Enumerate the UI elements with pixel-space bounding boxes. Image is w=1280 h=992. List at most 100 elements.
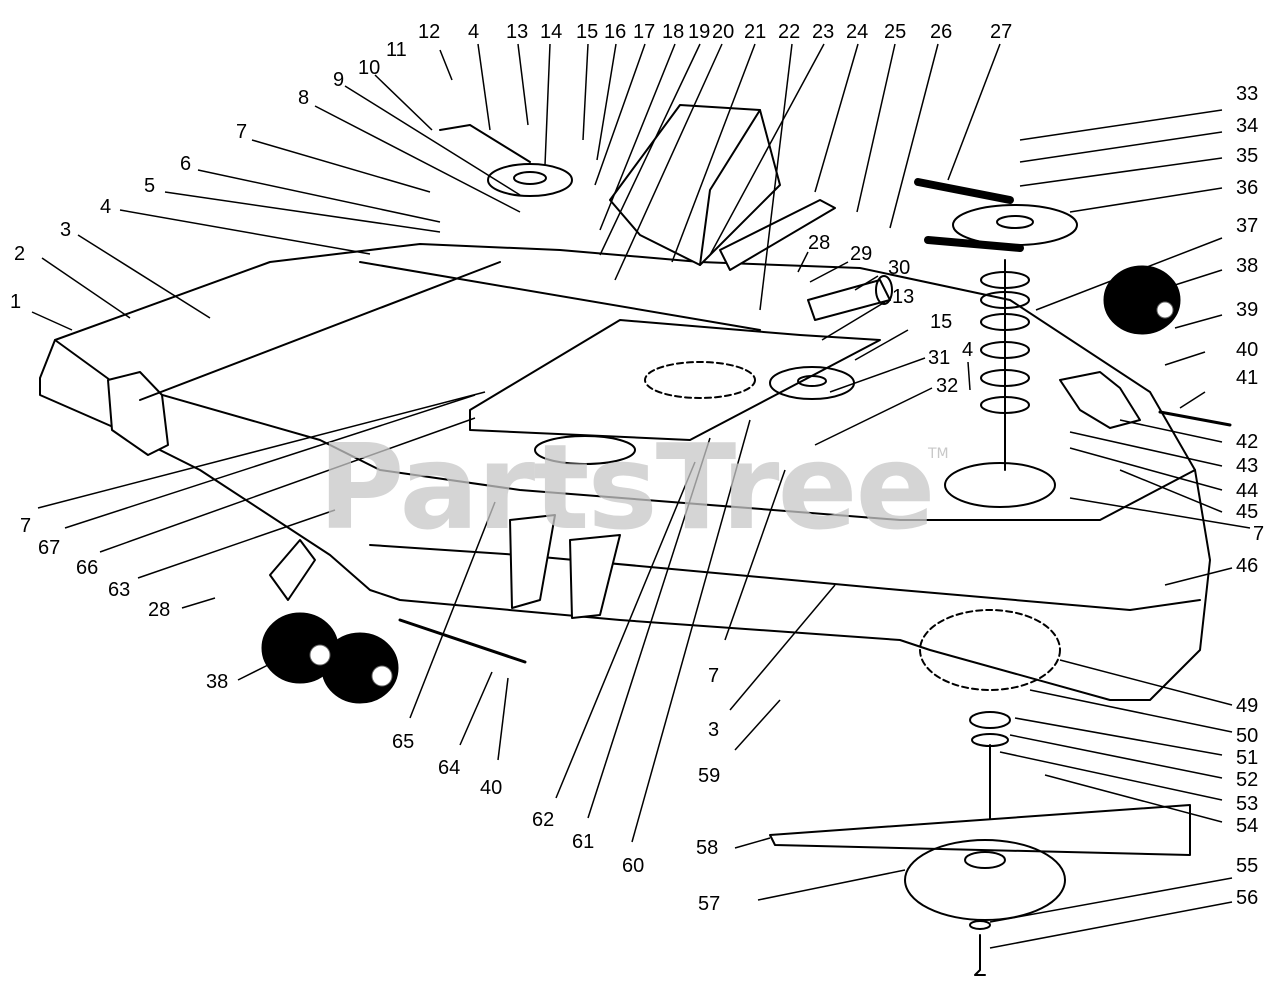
callout-64: 64	[438, 757, 461, 779]
callout-61: 61	[572, 831, 595, 853]
callout-18: 18	[662, 21, 685, 43]
leader-42	[1119, 419, 1223, 443]
callout-7-right: 7	[1253, 523, 1265, 545]
callout-29: 29	[850, 243, 873, 265]
left-wheel-bracket	[269, 539, 316, 601]
callout-55: 55	[1236, 855, 1259, 877]
callout-17: 17	[633, 21, 656, 43]
leader-18	[599, 43, 676, 231]
callout-25: 25	[884, 21, 907, 43]
spindle-pulley-hub	[996, 215, 1034, 229]
leader-40a	[1164, 351, 1206, 366]
leader-62	[555, 461, 696, 799]
leader-49	[1059, 659, 1233, 706]
wheel-hub-left-b	[371, 665, 393, 687]
callout-51: 51	[1236, 747, 1259, 769]
right-spindle-housing	[919, 609, 1061, 691]
leader-39	[1174, 314, 1223, 329]
callout-12: 12	[418, 21, 441, 43]
leader-45	[1119, 469, 1223, 513]
leader-37	[1035, 237, 1223, 311]
leader-2	[41, 257, 131, 319]
leader-7a	[251, 139, 431, 193]
callout-28-left: 28	[148, 599, 171, 621]
callout-46: 46	[1236, 555, 1259, 577]
leader-59	[734, 699, 781, 751]
leader-22	[759, 43, 793, 311]
leader-38a	[1174, 269, 1223, 286]
leader-35	[1019, 157, 1223, 187]
callout-14: 14	[540, 21, 563, 43]
cover-bracket	[719, 199, 836, 271]
deck-housing	[39, 243, 1211, 701]
callout-4: 4	[100, 196, 112, 218]
callout-56: 56	[1236, 887, 1259, 909]
leader-34	[1019, 131, 1223, 163]
center-spindle-opening	[644, 361, 756, 399]
callout-24: 24	[846, 21, 869, 43]
leader-41	[1179, 391, 1206, 409]
leader-7c	[724, 469, 786, 641]
callout-63: 63	[108, 579, 131, 601]
leader-17	[594, 43, 646, 186]
trademark-symbol: TM	[928, 446, 949, 462]
callout-10: 10	[358, 57, 381, 79]
hanger-rod	[139, 261, 501, 401]
callout-67: 67	[38, 537, 61, 559]
blade-washer	[969, 920, 991, 930]
leader-44	[1069, 447, 1223, 491]
leader-24	[814, 43, 859, 193]
leader-53	[999, 751, 1223, 801]
callout-3: 3	[60, 219, 72, 241]
leader-65	[409, 501, 496, 719]
callout-13-mid: 13	[892, 286, 915, 308]
callout-7: 7	[236, 121, 248, 143]
callout-26: 26	[930, 21, 953, 43]
leader-32	[814, 387, 933, 446]
callout-41: 41	[1236, 367, 1259, 389]
deck-front-edge	[369, 544, 1201, 611]
callout-8: 8	[298, 87, 310, 109]
callout-27: 27	[990, 21, 1013, 43]
leader-3b	[729, 584, 836, 711]
leader-57	[757, 869, 906, 901]
callout-21: 21	[744, 21, 767, 43]
gauge-wheels	[261, 265, 1181, 704]
leader-20	[614, 43, 723, 281]
leader-56	[989, 901, 1233, 949]
callout-57: 57	[698, 893, 721, 915]
callout-3-front: 3	[708, 719, 720, 741]
front-bracket-a	[509, 514, 556, 609]
left-spindle-opening	[534, 435, 636, 465]
partstree-watermark: PartsTree	[318, 418, 936, 556]
leader-5	[164, 191, 441, 233]
callout-38-left: 38	[206, 671, 229, 693]
mower-blade	[769, 804, 1191, 856]
leader-52	[1009, 734, 1223, 779]
idler-pulley-hub	[797, 375, 827, 387]
callout-20: 20	[712, 21, 735, 43]
callout-59: 59	[698, 765, 721, 787]
leader-67	[64, 394, 476, 529]
callout-40-left: 40	[480, 777, 503, 799]
callout-16: 16	[604, 21, 627, 43]
leader-54	[1044, 774, 1223, 823]
spindle-pulley	[952, 204, 1078, 246]
leader-1	[31, 311, 73, 331]
leader-6	[197, 169, 441, 223]
leader-51	[1014, 717, 1223, 756]
callout-4-top: 4	[468, 21, 480, 43]
callout-15: 15	[576, 21, 599, 43]
leader-33	[1019, 109, 1223, 141]
callout-40: 40	[1236, 339, 1259, 361]
blade-adapter-inner	[964, 851, 1006, 869]
blade-adapter	[904, 839, 1066, 921]
leader-4c	[967, 361, 971, 391]
callout-6: 6	[180, 153, 192, 175]
spring-end	[875, 275, 893, 305]
leader-40b	[497, 677, 509, 761]
leader-7b	[1069, 497, 1251, 529]
callout-4-mid: 4	[962, 339, 974, 361]
callout-2: 2	[14, 243, 26, 265]
callout-28: 28	[808, 232, 831, 254]
